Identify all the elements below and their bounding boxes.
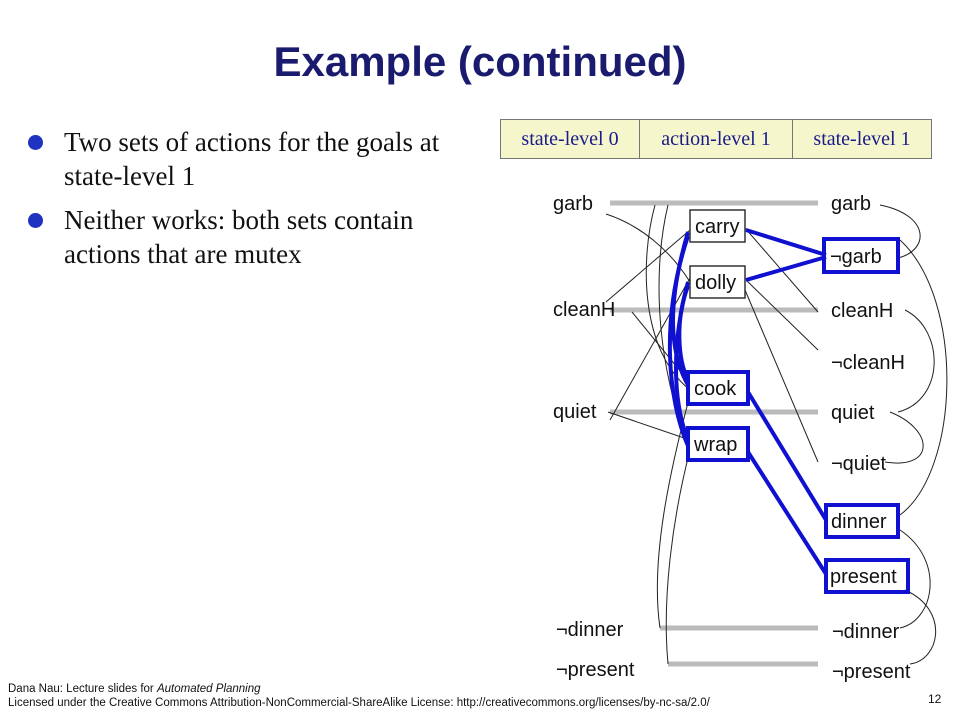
edge-cook-dinner <box>746 390 828 522</box>
highlight-edges <box>667 228 828 576</box>
bullet-dot-icon <box>28 135 43 150</box>
footer-book-title: Automated Planning <box>156 683 261 695</box>
action-box-wrap <box>686 426 750 462</box>
footer-license: Licensed under the Creative Commons Attr… <box>8 697 710 709</box>
precond-garb-dolly <box>605 213 691 283</box>
action-box-cook <box>686 370 750 406</box>
action-wrap: wrap <box>693 434 737 456</box>
mutex-cleanH-notcleanH <box>897 309 935 413</box>
bullet-text: Two sets of actions for the goals at sta… <box>64 127 440 191</box>
state0-cleanH: cleanH <box>553 299 615 321</box>
footer: Dana Nau: Lecture slides for Automated P… <box>8 682 710 710</box>
state1-quiet: quiet <box>831 402 875 424</box>
footer-credit: Dana Nau: Lecture slides for Automated P… <box>8 682 710 696</box>
action-cook: cook <box>694 378 737 400</box>
edge-dolly-notgarb <box>745 255 827 282</box>
mutex-garb-notgarb <box>879 204 921 259</box>
goal-box-dinner <box>824 503 900 539</box>
action-box-dolly <box>689 265 746 299</box>
state1-not-cleanH: ¬cleanH <box>831 352 905 374</box>
state1-present: present <box>830 566 897 588</box>
mutex-quiet-notquiet <box>884 411 924 464</box>
actions: carry dolly cook wrap <box>686 209 750 462</box>
level-header-action-1: action-level 1 <box>640 120 793 158</box>
mutex-present-notpresent <box>904 589 937 665</box>
mutex-garb-dinner <box>899 239 948 516</box>
mutex-carry-wrap <box>667 235 690 447</box>
state1-not-dinner: ¬dinner <box>832 621 900 643</box>
state1-not-garb: ¬garb <box>830 246 882 268</box>
level-header-state-1: state-level 1 <box>813 128 911 150</box>
precond-cleanH-carry <box>605 229 691 303</box>
action-dolly: dolly <box>695 272 736 294</box>
state1-not-quiet: ¬quiet <box>831 453 886 475</box>
level-header-state-0: state-level 0 <box>501 120 640 158</box>
effect-dolly-cleanH <box>745 279 819 351</box>
precond-not-present-wrap <box>665 449 691 665</box>
level-header: state-level 0 action-level 1 state-level… <box>500 119 932 159</box>
persistence-lines <box>610 200 818 667</box>
bullet-list: Two sets of actions for the goals at sta… <box>24 125 484 281</box>
action-carry: carry <box>695 216 739 238</box>
edge-carry-notgarb <box>745 228 827 257</box>
goal-box-present <box>824 558 910 594</box>
bullet-item: Two sets of actions for the goals at sta… <box>24 125 484 193</box>
footer-author: Dana Nau: Lecture slides for <box>8 683 157 695</box>
state0-not-dinner: ¬dinner <box>556 619 624 641</box>
state1-dinner: dinner <box>831 511 887 533</box>
state0-garb: garb <box>553 193 593 215</box>
bullet-item: Neither works: both sets contain actions… <box>24 203 484 271</box>
bullet-dot-icon <box>28 213 43 228</box>
effect-dolly-quiet <box>744 289 819 463</box>
state-level-0: garb cleanH quiet ¬dinner ¬present <box>553 193 635 681</box>
mutex-dinner-notdinner <box>899 529 931 629</box>
mutex-dolly-cook <box>677 285 690 381</box>
state1-garb: garb <box>831 193 871 215</box>
state1-cleanH: cleanH <box>831 300 893 322</box>
state0-not-present: ¬present <box>556 659 635 681</box>
goal-box-not-garb <box>822 237 900 274</box>
state0-quiet: quiet <box>553 401 597 423</box>
precond-quiet-wrap <box>607 411 691 441</box>
action-box-carry <box>689 209 746 243</box>
edge-wrap-present <box>746 450 828 576</box>
mutex-garb-cook <box>645 204 691 391</box>
state1-not-present: ¬present <box>832 661 911 683</box>
slide-title: Example (continued) <box>273 38 687 85</box>
bullet-text: Neither works: both sets contain actions… <box>64 205 414 269</box>
state-level-1: garb ¬garb cleanH ¬cleanH quiet ¬quiet d… <box>822 193 911 683</box>
precond-quiet-dolly <box>609 277 691 421</box>
page-number: 12 <box>928 692 942 706</box>
